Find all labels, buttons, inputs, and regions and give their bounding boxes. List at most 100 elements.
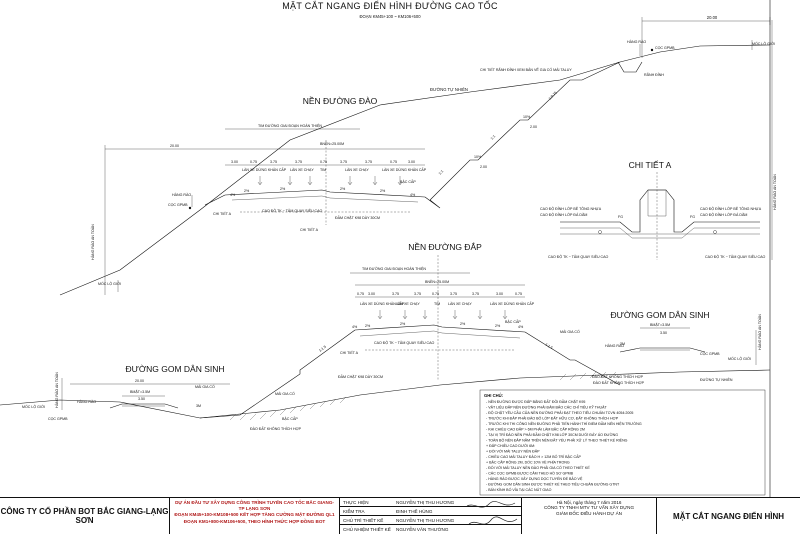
date-block: Hà Nội, ngày tháng 7 năm 2016 CÔNG TY TN… [522,498,657,534]
frontage-right-drawing: BMẶT=3.5M 3.50 3M HÀNG RÀO CỌC GPMB MỐC … [592,314,762,379]
row-left-label-2: MỐC LỘ GIỚI [22,404,45,409]
detail-fg-2: FG [690,215,695,219]
detail-edge-2: CAO ĐỘ ĐỈNH LỚP ĐÁ DĂM [540,212,587,217]
fence-note-right: HÀNG RÀO AN TOÀN [773,174,777,210]
role-label: CHỦ TRÌ THIẾT KẾ [343,518,384,523]
cut-lane-dim-2: 3.75 [270,160,277,164]
note-12: - ĐỐI VỚI MÁI TALUY NỀN ĐÀO PHẢI GIA CỐ … [486,465,590,470]
signature-marks [466,501,518,525]
cut-pavement-surface [224,189,426,198]
cut-lane-dim-4: 0.75 [320,160,327,164]
fill-lane-dim-8: 0.75 [515,292,522,296]
fill-section-title: NỀN ĐƯỜNG ĐẮP [408,242,482,252]
fill-pavement-surface [354,324,526,333]
cut-section-title: NỀN ĐƯỜNG ĐÀO [303,96,378,106]
cut-pavement-base [231,195,419,203]
fill-lane-right: LÀN XE DỪNG KHẨN CẤP [490,301,535,306]
role-row: KIỂM TRA ĐINH THẾ HÙNG [340,507,521,516]
cut-half-dim: 20.00 [170,144,179,148]
detail-edge-4: CAO ĐỘ ĐỈNH LỚP ĐÁ DĂM [700,212,747,217]
frontage-right-title: ĐƯỜNG GOM DÂN SINH [610,310,709,320]
fence-label-top: HÀNG RÀO [627,40,646,44]
cut-lane-left: LÀN XE DỪNG KHẨN CẤP [242,167,287,172]
frontage-right-bmat: BMẶT=3.5M [650,323,670,327]
fill-lane-dim-7: 3.00 [496,292,503,296]
company-name: CÔNG TY CỔ PHẦN BOT BẮC GIANG-LẠNG SƠN [0,498,170,534]
fill-design-centerline: TIM ĐƯỜNG GIAI ĐOẠN HOÀN THIỆN [362,266,426,271]
fill-crossfall-0: 2% [365,324,371,328]
fence-label-fl: HÀNG RÀO [77,400,96,404]
fill-lane-left: LÀN XE DỪNG KHẨN CẤP [360,301,405,306]
berm-width-1: 2.00 [480,165,487,169]
note-6: - TẠI VỊ TRÍ ĐÀO NỀN PHẢI ĐẦM CHẶT K98 L… [486,432,618,437]
natural-ground-line-upper [59,44,771,296]
cut-side-ditches [204,194,441,209]
fill-detail-ref: CHI TIẾT A [340,350,359,355]
fence-note-left: HÀNG RÀO AN TOÀN [91,224,95,260]
frontage-right-dim-0: 3.50 [660,331,667,335]
fill-lane-1: LÀN XE CHẠY [396,302,420,306]
roles-table: THỰC HIỆN NGUYỄN THỊ THU HƯƠNG KIỂM TRA … [340,498,522,534]
project-line-3: ĐOẠN KM1+800-KM106+500, THEO HÌNH THỨC H… [183,518,326,524]
cut-lane-dim-6: 3.75 [365,160,372,164]
berm-slope-2: 10% [523,115,531,119]
frontage-left-dim-0: 3.50 [138,397,145,401]
frontage-left-title: ĐƯỜNG GOM DÂN SINH [125,364,224,374]
remove-unsuitable-fr: ĐÀO ĐẤT KHÔNG THÍCH HỢP [592,374,644,379]
fill-lane-dim-6: 3.75 [472,292,479,296]
notes-heading: GHI CHÚ: [484,393,503,398]
top-ditch-note-1: CHI TIẾT RÃNH ĐỈNH XEM BẢN VẼ GIA CỐ MÁI… [480,67,572,72]
cut-compact-label: ĐẦM CHẶT K98 DÀY 30CM [335,216,380,220]
fill-berm-label: BẬC CẤP [505,320,521,324]
fill-pave-elev: CAO ĐỘ TK ~ TÂM QUAY SIÊU CAO [374,340,435,345]
row-right-label: MỐC LỘ GIỚI [752,41,775,46]
role-person: NGUYỄN THỊ THU HƯƠNG [396,500,455,505]
remove-unsuitable-left: ĐÀO ĐẤT KHÔNG THÍCH HỢP [250,426,302,431]
note-10: - CHIỀU CAO MÁI TALUY ĐÀO H > 12M BỐ TRÍ… [486,454,581,459]
note-1: - VẬT LIỆU ĐẮP NỀN ĐƯỜNG PHẢI ĐẢM BẢO CÁ… [486,405,608,410]
row-right-label-2: MỐC LỘ GIỚI [728,356,751,361]
fill-slope-right-ratio: 1:1.5 [544,342,553,350]
sheet-title: MẶT CẮT NGANG ĐIỂN HÌNH [672,511,785,521]
detail-fg-1: FG [618,215,623,219]
role-label: CHỦ NHIỆM THIẾT KẾ [343,527,391,532]
cut-detail-ref: CHI TIẾT A [213,211,232,216]
design-centerline-label: TIM ĐƯỜNG GIAI ĐOẠN HOÀN THIỆN [258,123,322,128]
note-9: + ĐỐI VỚI MÁI TALUY NỀN ĐẮP [486,449,540,454]
note-4: - TRƯỚC KHI THI CÔNG NỀN ĐƯỜNG PHẢI TIẾN… [486,421,642,426]
gpmb-label-fr: CỌC GPMB [700,352,720,356]
fill-lane-dims: 0.75 3.00 3.75 3.75 0.75 3.75 3.75 3.00 … [355,292,525,298]
frontage-left-drawing: 20.00 BMẶT=3.5M 3.50 3M HÀNG RÀO CỌC GPM… [22,372,230,421]
natural-ground-label: ĐƯỜNG TỰ NHIÊN [430,87,468,92]
consultant-name: CÔNG TY TNHH MTV TƯ VẤN XÂY DỰNG [543,505,635,511]
fill-slope-protect-r: MÁI GIA CỐ [560,329,580,334]
fence-label-cut: HÀNG RÀO [172,193,191,197]
remove-unsuitable-right: ĐÀO ĐẤT KHÔNG THÍCH HỢP [593,380,645,385]
berm-slope-1: 10% [474,155,482,159]
drawing-title: MẶT CẮT NGANG ĐIỂN HÌNH ĐƯỜNG CAO TỐC [282,0,498,11]
note-8: + ĐẮP CHIỀU CAO DƯỚI 6M: [486,443,535,448]
fill-lane-dim-0: 0.75 [357,292,364,296]
unsuitable-soil-hatch [229,371,617,421]
fill-slope-left-ratio: 1:1.5 [318,345,327,353]
detail-title: CHI TIẾT A [629,160,672,170]
project-description: DỰ ÁN ĐẦU TƯ XÂY DỰNG CÔNG TRÌNH TUYẾN C… [170,498,340,534]
role-row: CHỦ TRÌ THIẾT KẾ NGUYỄN THỊ THU HƯƠNG [340,516,521,525]
cut-berm-label: BẬC CẤP [400,180,416,184]
detail-bottom-2: CAO ĐỘ TK ~ TÂM QUAY SIÊU CAO [705,254,766,259]
role-label: THỰC HIỆN [343,500,369,505]
top-ditch-label: RÃNH ĐỈNH [644,72,664,77]
cut-lane-dim-7: 0.75 [390,160,397,164]
role-row: CHỦ NHIỆM THIẾT KẾ NGUYỄN VĂN THƯỜNG [340,525,521,534]
fence-note-fr: HÀNG RÀO AN TOÀN [758,314,762,350]
date-line: Hà Nội, ngày tháng 7 năm 2016 [556,500,622,505]
fill-crossfall-2: 2% [460,322,466,326]
frontage-left-width: 20.00 [135,379,144,383]
cut-lane-1: LÀN XE CHẠY [290,168,314,172]
row-left-label: MỐC LỘ GIỚI [98,281,121,286]
fill-load-arrows [377,310,508,320]
notes-box: GHI CHÚ: - NỀN ĐƯỜNG ĐƯỢC ĐẮP BẰNG ĐẤT Đ… [479,389,766,496]
cut-crossfall-4: 4% [230,193,236,197]
cut-crossfall-1: 2% [280,187,286,191]
